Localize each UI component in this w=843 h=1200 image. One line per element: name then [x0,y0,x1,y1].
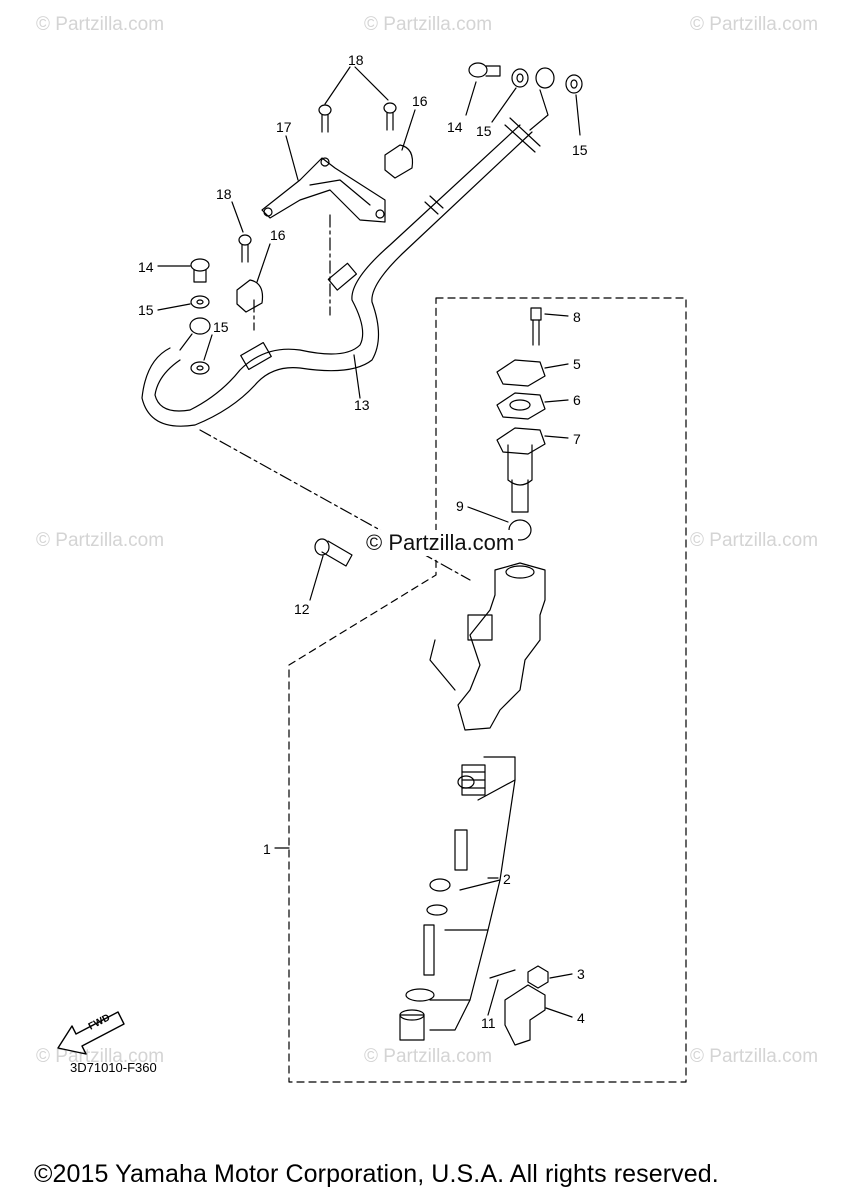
bracket [261,157,386,223]
watermark: © Partzilla.com [364,14,493,35]
callout-18[interactable]: 18 [216,186,232,202]
watermark: © Partzilla.com [36,14,165,35]
center-watermark: © Partzilla.com [362,530,519,556]
callout-16[interactable]: 16 [412,93,428,109]
callout-7[interactable]: 7 [573,431,581,447]
kit-bracket [477,756,516,801]
callout-4[interactable]: 4 [577,1010,585,1026]
callout-13[interactable]: 13 [354,397,370,413]
screw [238,102,397,263]
kit-bracket [429,999,471,1031]
callout-14[interactable]: 14 [138,259,154,275]
watermark: © Partzilla.com [36,1046,165,1067]
kit-bracket [429,929,489,1001]
callout-9[interactable]: 9 [456,498,464,514]
callout-16[interactable]: 16 [270,227,286,243]
assembly-boundary [288,297,687,1083]
nut [527,965,549,989]
watermark: © Partzilla.com [36,530,165,551]
callout-14[interactable]: 14 [447,119,463,135]
cotter-pin [489,969,516,979]
bolt [314,538,353,567]
callout-15[interactable]: 15 [476,123,492,139]
fwd-arrow-icon [57,1011,125,1055]
callout-8[interactable]: 8 [573,309,581,325]
kit-bracket [444,879,501,931]
watermark: © Partzilla.com [690,1046,819,1067]
union-bolt [190,62,501,283]
reference-line [199,429,471,581]
callout-12[interactable]: 12 [294,601,310,617]
callout-5[interactable]: 5 [573,356,581,372]
watermark: © Partzilla.com [364,1046,493,1067]
master-cylinder-body [429,562,546,731]
callout-6[interactable]: 6 [573,392,581,408]
copper-washer [190,68,583,375]
watermark: © Partzilla.com [690,14,819,35]
copyright-notice: ©2015 Yamaha Motor Corporation, U.S.A. A… [34,1160,719,1188]
clamp [236,144,414,313]
callout-15[interactable]: 15 [213,319,229,335]
clevis [504,984,546,1046]
callout-15[interactable]: 15 [572,142,588,158]
callout-17[interactable]: 17 [276,119,292,135]
leader-lines [157,66,581,1018]
callout-2[interactable]: 2 [503,871,511,887]
brake-hose [141,67,555,427]
piston-kit [399,764,486,1041]
cap-stack [496,307,546,541]
callout-11[interactable]: 11 [481,1015,496,1031]
callout-15[interactable]: 15 [138,302,154,318]
watermark: © Partzilla.com [690,530,819,551]
callout-18[interactable]: 18 [348,52,364,68]
callout-3[interactable]: 3 [577,966,585,982]
diagram-code: 3D71010-F360 [70,1060,157,1075]
callout-1[interactable]: 1 [263,841,271,857]
